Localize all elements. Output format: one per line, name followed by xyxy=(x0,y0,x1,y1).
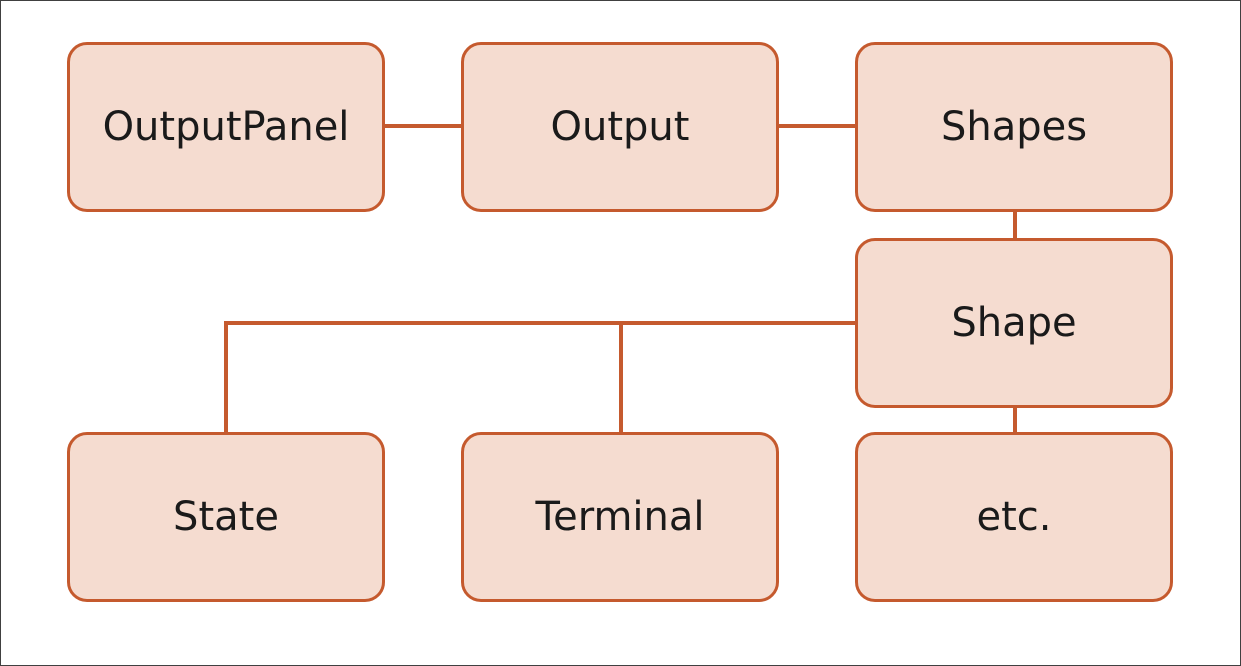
node-label: State xyxy=(173,494,279,540)
node-etc: etc. xyxy=(855,432,1173,602)
node-output: Output xyxy=(461,42,779,212)
node-state: State xyxy=(67,432,385,602)
node-shapes: Shapes xyxy=(855,42,1173,212)
node-label: Shapes xyxy=(940,104,1088,150)
edge-shape-state xyxy=(224,321,857,435)
node-label: OutputPanel xyxy=(102,104,350,150)
node-label: etc. xyxy=(976,494,1052,540)
node-shape: Shape xyxy=(855,238,1173,408)
node-label: Output xyxy=(550,104,690,150)
node-terminal: Terminal xyxy=(461,432,779,602)
node-label: Shape xyxy=(951,300,1077,346)
node-label: Terminal xyxy=(535,494,705,540)
node-outputpanel: OutputPanel xyxy=(67,42,385,212)
